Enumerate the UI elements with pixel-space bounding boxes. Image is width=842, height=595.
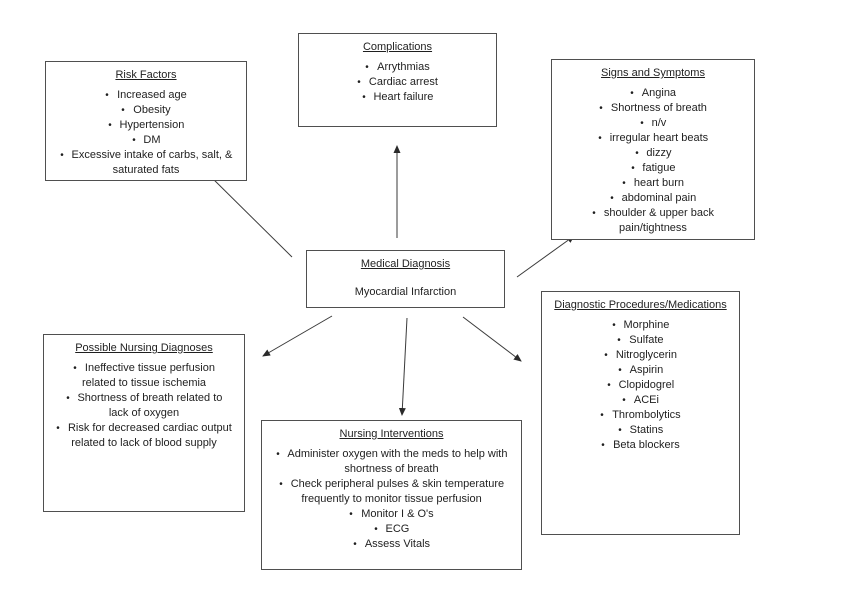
signs-and-symptoms-title: Signs and Symptoms: [601, 67, 705, 79]
bullet-icon: •: [617, 424, 622, 436]
bullet-icon: •: [600, 409, 604, 421]
bullet-icon: •: [634, 147, 639, 159]
bullet-icon: •: [599, 102, 603, 114]
signs-and-symptoms-list: •Angina •Shortness of breath •n/v •irregula…: [560, 86, 746, 236]
bullet-icon: •: [107, 119, 112, 131]
list-item: •Cardiac arrest: [357, 76, 438, 88]
bullet-icon: •: [361, 91, 366, 103]
risk-factors-box: Risk Factors •Increased age •Obesity •Hype…: [45, 61, 247, 181]
possible-nursing-diagnoses-list: •Ineffective tissue perfusion related to…: [52, 361, 236, 451]
bullet-icon: •: [609, 192, 614, 204]
list-item: •Thrombolytics: [600, 409, 681, 421]
list-item: •Shortness of breath: [599, 102, 707, 114]
bullet-icon: •: [349, 508, 354, 520]
list-item: •Hypertension: [107, 119, 185, 131]
list-item: •Clopidogrel: [606, 379, 675, 391]
medical-diagnosis-box: Medical Diagnosis Myocardial Infarction: [306, 250, 505, 308]
diagnostic-procedures-medications-list: •Morphine•Sulfate•Nitroglycerin•Aspirin•…: [550, 318, 731, 453]
bullet-icon: •: [357, 76, 361, 88]
risk-factors-title: Risk Factors: [115, 69, 177, 81]
bullet-icon: •: [598, 132, 602, 144]
list-item: •dizzy: [634, 147, 672, 159]
nursing-interventions-box: Nursing Interventions •Administer oxygen…: [261, 420, 522, 570]
bullet-icon: •: [592, 207, 596, 219]
bullet-icon: •: [373, 523, 378, 535]
list-item: •Arrythmias: [365, 61, 430, 73]
arrow-center-to-risk-factors: [202, 168, 293, 258]
bullet-icon: •: [73, 362, 77, 374]
list-item: •Angina: [630, 87, 677, 99]
bullet-icon: •: [65, 392, 70, 404]
arrow-center-to-signs-symptoms: [516, 235, 575, 278]
list-item: •fatigue: [630, 162, 676, 174]
list-item: •irregular heart beats: [598, 132, 709, 144]
complications-box: Complications •Arrythmias •Cardiac arrest…: [298, 33, 497, 127]
list-item: •shoulder & upper back pain/tightness: [592, 207, 714, 234]
list-item: •DM: [131, 134, 161, 146]
bullet-icon: •: [353, 538, 357, 550]
list-item: •Risk for decreased cardiac output relat…: [56, 422, 232, 449]
list-item: •Sulfate: [617, 334, 664, 346]
list-item: •Increased age: [105, 89, 187, 101]
list-item: •Check peripheral pulses & skin temperat…: [279, 478, 505, 505]
bullet-icon: •: [105, 89, 109, 101]
bullet-icon: •: [131, 134, 136, 146]
bullet-icon: •: [630, 162, 635, 174]
bullet-icon: •: [630, 87, 634, 99]
diagnostic-procedures-medications-title: Diagnostic Procedures/Medications: [554, 299, 727, 311]
arrow-center-to-nursing-interventions: [398, 317, 408, 416]
list-item: •Shortness of breath related to lack of …: [65, 392, 223, 419]
list-item: •Nitroglycerin: [604, 349, 677, 361]
list-item: •n/v: [639, 117, 667, 129]
possible-nursing-diagnoses-box: Possible Nursing Diagnoses •Ineffective …: [43, 334, 245, 512]
arrow-center-to-nursing-diagnoses: [262, 315, 333, 357]
bullet-icon: •: [622, 177, 626, 189]
medical-diagnosis-name: Myocardial Infarction: [354, 286, 457, 298]
complications-list: •Arrythmias •Cardiac arrest •Heart failure: [307, 60, 488, 105]
list-item: •Morphine: [611, 319, 670, 331]
bullet-icon: •: [279, 478, 283, 490]
signs-and-symptoms-box: Signs and Symptoms •Angina •Shortness of …: [551, 59, 755, 240]
bullet-icon: •: [606, 379, 611, 391]
list-item: •Ineffective tissue perfusion related to…: [73, 362, 215, 389]
bullet-icon: •: [275, 448, 280, 460]
complications-title: Complications: [362, 41, 433, 53]
list-item: •heart burn: [622, 177, 684, 189]
risk-factors-list: •Increased age •Obesity •Hypertension •DM •E…: [54, 88, 238, 178]
list-item: •Excessive intake of carbs, salt, & satu…: [59, 149, 233, 176]
bullet-icon: •: [622, 394, 626, 406]
bullet-icon: •: [59, 149, 64, 161]
list-item: •ACEi: [622, 394, 659, 406]
list-item: •Obesity: [121, 104, 171, 116]
nursing-interventions-title: Nursing Interventions: [339, 428, 444, 440]
list-item: •Assess Vitals: [353, 538, 431, 550]
bullet-icon: •: [56, 422, 60, 434]
list-item: •Heart failure: [361, 91, 434, 103]
possible-nursing-diagnoses-title: Possible Nursing Diagnoses: [75, 342, 213, 354]
bullet-icon: •: [121, 104, 126, 116]
list-item: •Statins: [617, 424, 664, 436]
nursing-interventions-list: •Administer oxygen with the meds to help…: [270, 447, 513, 552]
bullet-icon: •: [365, 61, 369, 73]
bullet-icon: •: [639, 117, 644, 129]
arrow-center-to-diagnostic-procedures: [462, 316, 522, 362]
bullet-icon: •: [611, 319, 616, 331]
list-item: •Monitor I & O's: [349, 508, 434, 520]
list-item: •Beta blockers: [601, 439, 680, 451]
bullet-icon: •: [601, 439, 605, 451]
list-item: •abdominal pain: [609, 192, 697, 204]
bullet-icon: •: [604, 349, 608, 361]
bullet-icon: •: [617, 334, 622, 346]
list-item: •Administer oxygen with the meds to help…: [275, 448, 508, 475]
list-item: •Aspirin: [617, 364, 664, 376]
medical-diagnosis-title: Medical Diagnosis: [360, 258, 451, 270]
bullet-icon: •: [617, 364, 622, 376]
list-item: •ECG: [373, 523, 410, 535]
diagnostic-procedures-medications-box: Diagnostic Procedures/Medications •Morph…: [541, 291, 740, 535]
